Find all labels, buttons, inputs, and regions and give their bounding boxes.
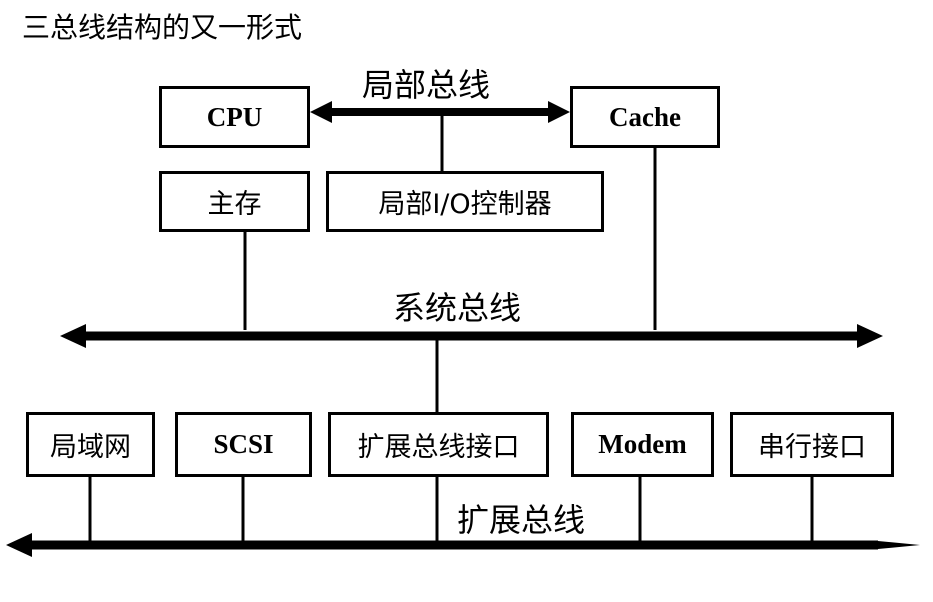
serial-interface-box: 串行接口	[730, 412, 894, 477]
cpu-box: CPU	[159, 86, 310, 148]
diagram-title: 三总线结构的又一形式	[22, 11, 303, 44]
scsi-box: SCSI	[175, 412, 312, 477]
modem-box: Modem	[571, 412, 714, 477]
expansion-bus-arrow	[6, 533, 920, 557]
system-bus-label: 系统总线	[393, 289, 522, 327]
local-bus-arrow	[310, 101, 570, 123]
local-io-controller-box: 局部I/O控制器	[326, 171, 604, 232]
system-bus-arrow	[60, 324, 883, 348]
cache-box: Cache	[570, 86, 720, 148]
expansion-bus-interface-box: 扩展总线接口	[328, 412, 549, 477]
expansion-bus-label: 扩展总线	[457, 501, 586, 539]
main-memory-box: 主存	[159, 171, 310, 232]
lan-box: 局域网	[26, 412, 155, 477]
local-bus-label: 局部总线	[362, 66, 491, 104]
